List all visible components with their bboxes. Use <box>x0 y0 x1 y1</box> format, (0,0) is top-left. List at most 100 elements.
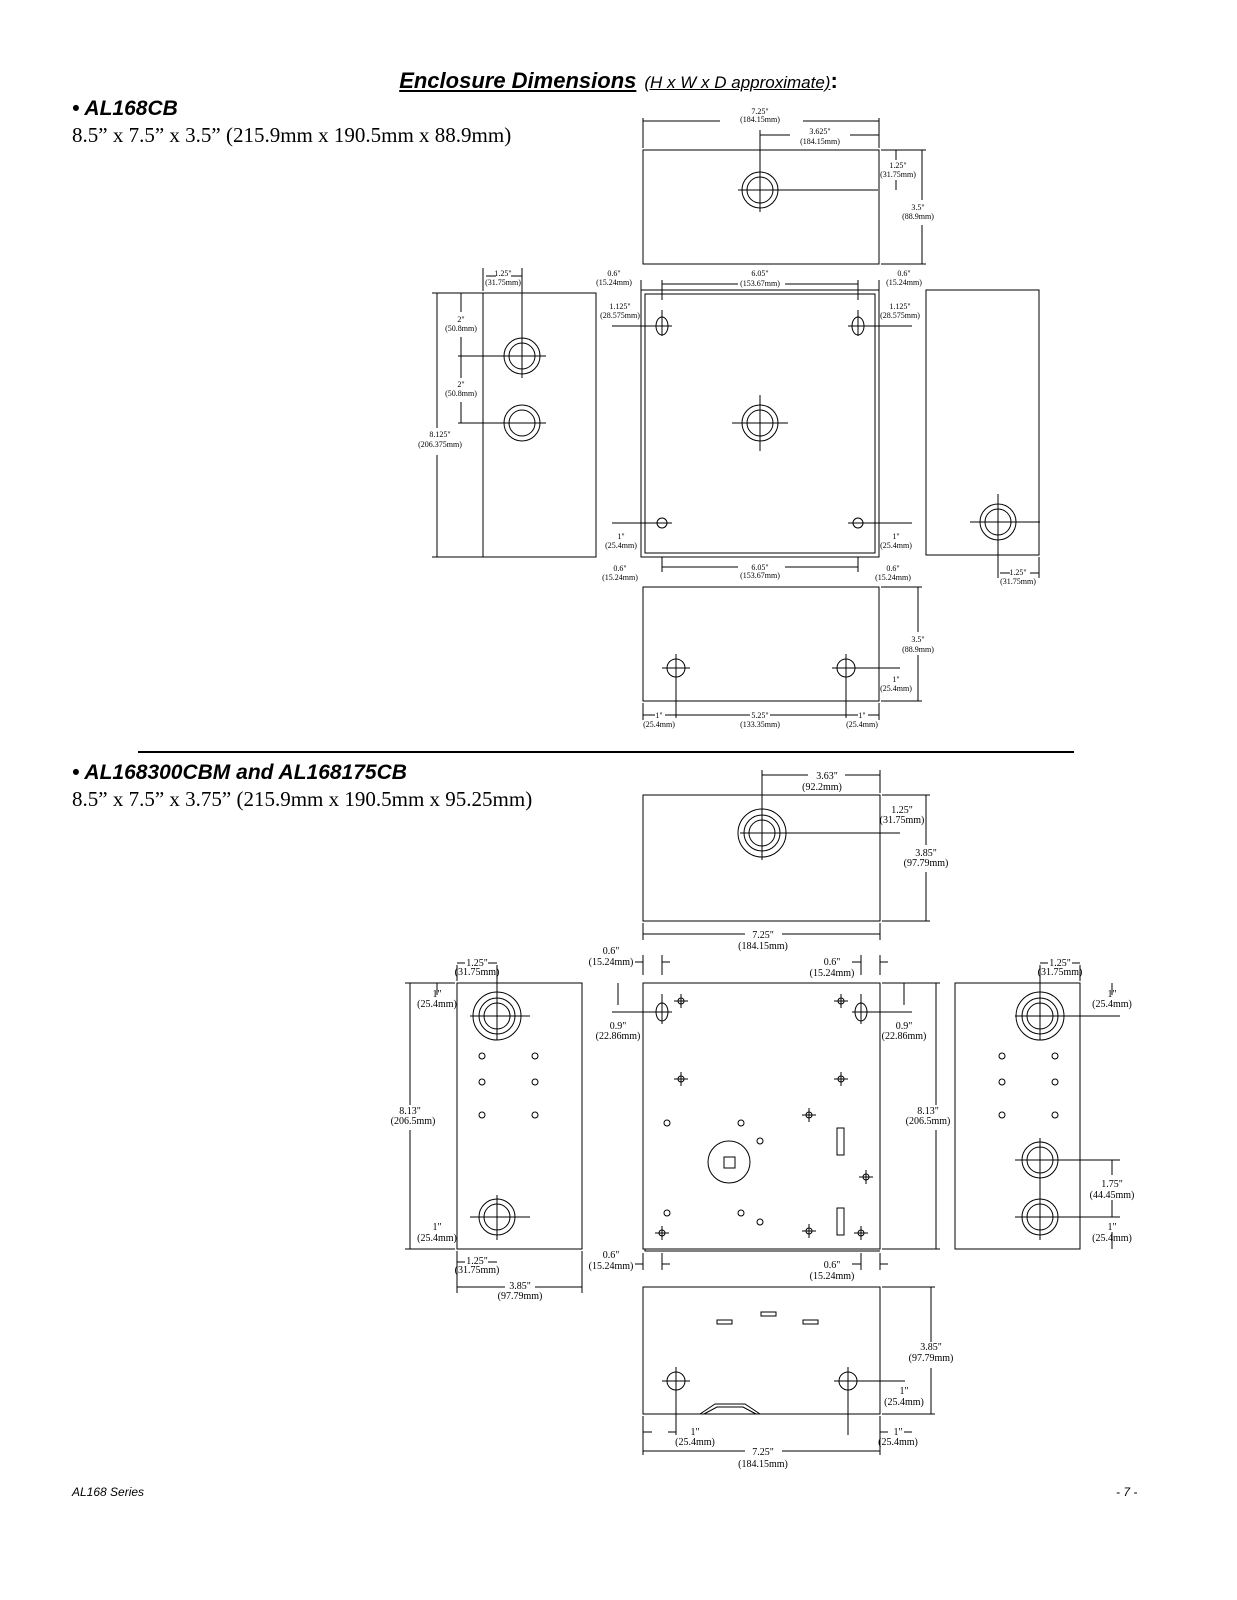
svg-text:(31.75mm): (31.75mm) <box>1000 577 1036 586</box>
svg-text:(31.75mm): (31.75mm) <box>455 1265 500 1276</box>
svg-text:1": 1" <box>1107 1222 1116 1233</box>
svg-text:1.25": 1.25" <box>891 805 913 816</box>
al168cb-front-view <box>612 289 912 558</box>
svg-text:(206.5mm): (206.5mm) <box>391 1116 436 1127</box>
svg-text:0.6": 0.6" <box>824 957 841 968</box>
svg-text:8.125": 8.125" <box>429 430 450 439</box>
svg-text:(50.8mm): (50.8mm) <box>445 324 477 333</box>
al168300cbm-left-view <box>456 965 583 1250</box>
svg-text:(44.45mm): (44.45mm) <box>1090 1190 1135 1201</box>
svg-text:3.63": 3.63" <box>816 771 838 782</box>
svg-text:0.9": 0.9" <box>896 1021 913 1032</box>
section-1-model: • AL168CB <box>72 97 178 120</box>
svg-text:(15.24mm): (15.24mm) <box>810 968 855 979</box>
svg-text:3.5": 3.5" <box>911 203 924 212</box>
svg-text:0.6": 0.6" <box>613 564 626 573</box>
svg-text:(206.375mm): (206.375mm) <box>418 440 462 449</box>
svg-text:1.25": 1.25" <box>466 958 488 969</box>
svg-text:(15.24mm): (15.24mm) <box>596 278 632 287</box>
svg-text:(153.67mm): (153.67mm) <box>740 571 780 580</box>
svg-text:(25.4mm): (25.4mm) <box>880 541 912 550</box>
svg-text:1": 1" <box>690 1427 699 1438</box>
svg-text:1.25": 1.25" <box>494 269 511 278</box>
svg-text:(88.9mm): (88.9mm) <box>902 212 934 221</box>
svg-text:0.6": 0.6" <box>886 564 899 573</box>
svg-text:(22.86mm): (22.86mm) <box>882 1031 927 1042</box>
section-1-dimensions: 8.5” x 7.5” x 3.5” (215.9mm x 190.5mm x … <box>72 123 512 147</box>
svg-text:0.9": 0.9" <box>610 1021 627 1032</box>
svg-text:(25.4mm): (25.4mm) <box>880 684 912 693</box>
svg-text:0.6": 0.6" <box>897 269 910 278</box>
svg-text:1": 1" <box>899 1386 908 1397</box>
svg-text:(15.24mm): (15.24mm) <box>875 573 911 582</box>
svg-text:3.85": 3.85" <box>509 1281 531 1292</box>
svg-text:1.125": 1.125" <box>609 302 630 311</box>
al168300cbm-bottom-view <box>642 1286 905 1435</box>
svg-text:(31.75mm): (31.75mm) <box>455 967 500 978</box>
al168cb-bottom-view <box>642 586 900 718</box>
svg-text:1": 1" <box>858 711 865 720</box>
svg-text:(25.4mm): (25.4mm) <box>846 720 878 729</box>
svg-text:(15.24mm): (15.24mm) <box>886 278 922 287</box>
svg-text:(184.15mm): (184.15mm) <box>738 1459 788 1470</box>
svg-text:(25.4mm): (25.4mm) <box>1092 999 1132 1010</box>
svg-text:(25.4mm): (25.4mm) <box>605 541 637 550</box>
svg-text:3.625": 3.625" <box>809 127 830 136</box>
svg-text:3.85": 3.85" <box>915 848 937 859</box>
section-divider <box>138 751 1074 753</box>
svg-text:(31.75mm): (31.75mm) <box>880 170 916 179</box>
svg-text:0.6": 0.6" <box>824 1260 841 1271</box>
svg-text:(15.24mm): (15.24mm) <box>810 1271 855 1282</box>
svg-text:(206.5mm): (206.5mm) <box>906 1116 951 1127</box>
svg-text:(133.35mm): (133.35mm) <box>740 720 780 729</box>
svg-text:(92.2mm): (92.2mm) <box>802 782 842 793</box>
svg-text:1": 1" <box>655 711 662 720</box>
svg-text:(22.86mm): (22.86mm) <box>596 1031 641 1042</box>
svg-text:1.25": 1.25" <box>889 161 906 170</box>
title-note: (H x W x D approximate) <box>644 73 831 92</box>
svg-text:7.25": 7.25" <box>752 1447 774 1458</box>
svg-text:(97.79mm): (97.79mm) <box>909 1353 954 1364</box>
svg-text:(184.15mm): (184.15mm) <box>800 137 840 146</box>
svg-text:1": 1" <box>432 989 441 1000</box>
svg-text:3.85": 3.85" <box>920 1342 942 1353</box>
svg-text:(25.4mm): (25.4mm) <box>417 1233 457 1244</box>
svg-text:(97.79mm): (97.79mm) <box>498 1291 543 1302</box>
svg-text:(25.4mm): (25.4mm) <box>643 720 675 729</box>
svg-text:2": 2" <box>457 380 464 389</box>
svg-text:(28.575mm): (28.575mm) <box>600 311 640 320</box>
svg-text:(31.75mm): (31.75mm) <box>1038 967 1083 978</box>
svg-text:0.6": 0.6" <box>603 1250 620 1261</box>
al168300cbm-top-view <box>642 770 900 922</box>
footer-series: AL168 Series <box>72 1485 145 1499</box>
svg-text:2": 2" <box>457 315 464 324</box>
svg-text:6.05": 6.05" <box>751 269 768 278</box>
svg-text:6.05": 6.05" <box>751 563 768 572</box>
section-2-dimensions: 8.5” x 7.5” x 3.75” (215.9mm x 190.5mm x… <box>72 787 533 811</box>
page-number: - 7 - <box>1116 1485 1138 1499</box>
al168300cbm-right-view <box>954 965 1120 1250</box>
svg-text:0.6": 0.6" <box>607 269 620 278</box>
title-colon: : <box>830 68 838 93</box>
svg-text:(184.15mm): (184.15mm) <box>738 941 788 952</box>
svg-text:8.13": 8.13" <box>917 1106 939 1117</box>
svg-text:0.6": 0.6" <box>603 946 620 957</box>
svg-text:(31.75mm): (31.75mm) <box>485 278 521 287</box>
svg-text:7.25": 7.25" <box>752 930 774 941</box>
svg-text:1.125": 1.125" <box>889 302 910 311</box>
svg-text:1.25": 1.25" <box>1009 568 1026 577</box>
svg-text:1": 1" <box>892 532 899 541</box>
title-main: Enclosure Dimensions <box>399 68 637 93</box>
svg-text:(25.4mm): (25.4mm) <box>417 999 457 1010</box>
section-2-model: • AL168300CBM and AL168175CB <box>72 761 407 784</box>
al168cb-top-view <box>642 130 880 265</box>
svg-text:(25.4mm): (25.4mm) <box>884 1397 924 1408</box>
svg-text:1.25": 1.25" <box>466 1256 488 1267</box>
page-title: Enclosure Dimensions (H x W x D approxima… <box>0 68 1237 94</box>
al168cb-left-view <box>458 268 597 558</box>
svg-text:(28.575mm): (28.575mm) <box>880 311 920 320</box>
svg-text:7.25": 7.25" <box>751 107 768 116</box>
svg-text:(25.4mm): (25.4mm) <box>675 1437 715 1448</box>
svg-text:(25.4mm): (25.4mm) <box>878 1437 918 1448</box>
